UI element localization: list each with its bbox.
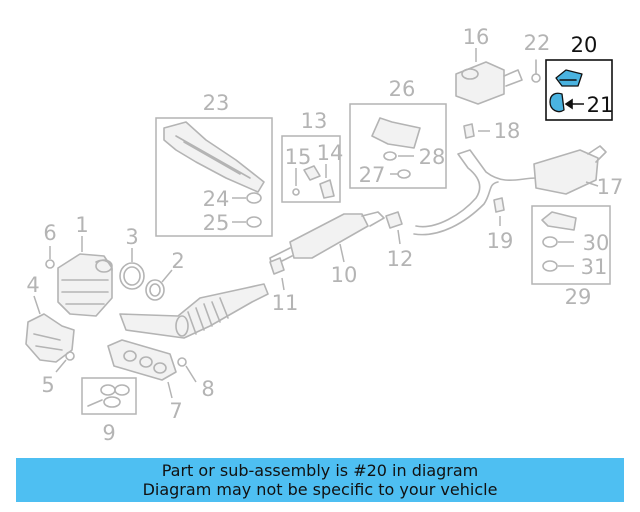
part-22-bolt — [531, 59, 541, 83]
part-29-bracket-kit — [531, 205, 611, 285]
part-11-clamp — [269, 257, 285, 291]
part-7-manifold-gasket — [107, 339, 177, 399]
part-1-catalytic-converter — [57, 236, 113, 317]
callout-10: 10 — [331, 263, 358, 287]
callout-11: 11 — [272, 291, 299, 315]
callout-21: 21 — [587, 93, 614, 117]
part-2-gasket — [145, 269, 173, 301]
front-pipe — [119, 283, 269, 339]
callout-30: 30 — [583, 231, 610, 255]
part-19-hanger — [493, 197, 505, 226]
callout-23: 23 — [203, 91, 230, 115]
part-9-gasket-kit — [81, 377, 137, 415]
callout-28: 28 — [419, 145, 446, 169]
callout-2: 2 — [171, 249, 184, 273]
callout-19: 19 — [487, 229, 514, 253]
part-12-clamp — [385, 211, 403, 245]
part-3-clamp — [119, 248, 145, 290]
info-banner: Part or sub-assembly is #20 in diagram D… — [16, 458, 624, 502]
part-18-hanger — [463, 123, 490, 139]
part-13-hanger-kit — [281, 135, 341, 203]
part-20-highlighted-box — [545, 59, 613, 121]
callout-4: 4 — [26, 273, 39, 297]
part-10-center-muffler — [269, 211, 385, 267]
part-23-heat-shield-box — [155, 117, 273, 237]
callout-16: 16 — [463, 25, 490, 49]
part-17-muffler-assembly — [413, 145, 607, 236]
callout-18: 18 — [494, 119, 521, 143]
callout-14: 14 — [317, 141, 344, 165]
callout-27: 27 — [359, 163, 386, 187]
callout-15: 15 — [285, 145, 312, 169]
banner-line-1: Part or sub-assembly is #20 in diagram — [161, 461, 479, 480]
part-16-rear-muffler — [455, 48, 523, 105]
part-6-nut — [45, 246, 55, 269]
callout-1: 1 — [75, 213, 88, 237]
callout-20: 20 — [571, 33, 598, 57]
part-4-heat-shield — [25, 295, 75, 363]
callout-6: 6 — [43, 221, 56, 245]
callout-25: 25 — [203, 211, 230, 235]
callout-8: 8 — [201, 377, 214, 401]
callout-17: 17 — [597, 175, 624, 199]
callout-9: 9 — [102, 421, 115, 445]
callout-24: 24 — [203, 187, 230, 211]
banner-line-2: Diagram may not be specific to your vehi… — [142, 480, 498, 499]
callout-26: 26 — [389, 77, 416, 101]
callout-7: 7 — [169, 399, 182, 423]
callout-31: 31 — [581, 255, 608, 279]
callout-29: 29 — [565, 285, 592, 309]
banner-background — [16, 458, 624, 502]
callout-13: 13 — [301, 109, 328, 133]
callout-3: 3 — [125, 225, 138, 249]
callout-22: 22 — [524, 31, 551, 55]
callout-12: 12 — [387, 247, 414, 271]
part-5-bolt — [55, 351, 75, 373]
part-8-stud — [177, 357, 197, 383]
callout-5: 5 — [41, 373, 54, 397]
part-26-heat-shield-box — [349, 103, 447, 189]
